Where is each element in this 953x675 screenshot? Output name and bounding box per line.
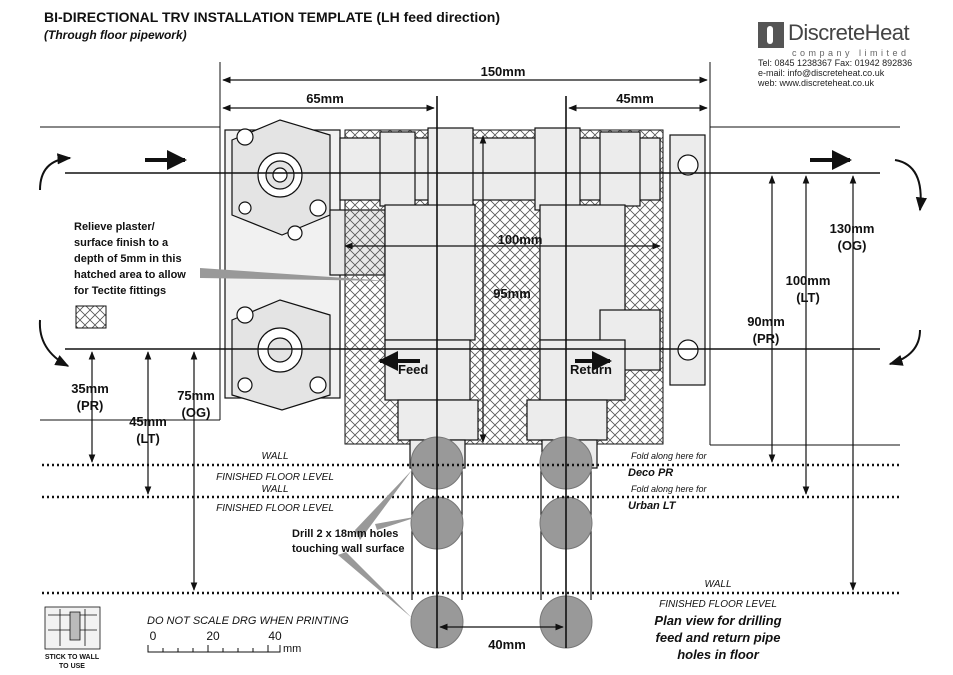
dim-45-top: 45mm bbox=[616, 91, 654, 106]
dimension-arrows bbox=[88, 76, 857, 631]
logo-brand-row: DiscreteHeat bbox=[758, 22, 938, 48]
scale-tick-0: 0 bbox=[150, 629, 157, 643]
wall-label-2: WALL bbox=[261, 484, 288, 495]
logo-web: web: www.discreteheat.co.uk bbox=[758, 78, 875, 88]
dim-75: 75mm bbox=[177, 388, 215, 403]
dim-45-label: (LT) bbox=[136, 431, 160, 446]
dim-95: 95mm bbox=[493, 286, 531, 301]
stick-to-wall-line-1: STICK TO WALL bbox=[45, 654, 100, 661]
drill-holes bbox=[410, 436, 593, 649]
wall-label-3: WALL bbox=[704, 579, 731, 590]
dim-100-height: 100mm bbox=[786, 273, 831, 288]
reference-lines bbox=[65, 172, 880, 350]
dim-100-width: 100mm bbox=[498, 232, 543, 247]
logo-brand: DiscreteHeat bbox=[788, 20, 910, 45]
dim-130: 130mm bbox=[830, 221, 875, 236]
plan-view-line-1: Plan view for drilling bbox=[654, 613, 781, 628]
leader-lines bbox=[200, 268, 420, 618]
dim-35: 35mm bbox=[71, 381, 109, 396]
finished-floor-label-1: FINISHED FLOOR LEVEL bbox=[216, 472, 334, 483]
drill-line-2: touching wall surface bbox=[292, 543, 404, 555]
logo-email: e-mail: info@discreteheat.co.uk bbox=[758, 68, 885, 78]
stick-to-wall-line-2: TO USE bbox=[59, 663, 85, 670]
dim-90-label: (PR) bbox=[753, 331, 780, 346]
page-title: BI-DIRECTIONAL TRV INSTALLATION TEMPLATE… bbox=[44, 9, 501, 25]
company-logo: DiscreteHeat company limited Tel: 0845 1… bbox=[758, 22, 938, 88]
scale-unit: mm bbox=[283, 643, 301, 655]
relieve-line-5: for Tectite fittings bbox=[74, 285, 166, 297]
page-subtitle: (Through floor pipework) bbox=[44, 28, 187, 42]
scale-tick-40: 40 bbox=[268, 629, 282, 643]
relieve-line-3: depth of 5mm in this bbox=[74, 253, 182, 265]
dim-65: 65mm bbox=[306, 91, 344, 106]
scale-tick-20: 20 bbox=[206, 629, 220, 643]
dim-45: 45mm bbox=[129, 414, 167, 429]
dim-40: 40mm bbox=[488, 637, 526, 652]
fold-lines bbox=[42, 463, 900, 595]
fold-note-2: Fold along here for bbox=[631, 484, 708, 494]
wall-outline bbox=[40, 62, 900, 446]
wall-label-1: WALL bbox=[261, 451, 288, 462]
dimension-labels: 150mm 65mm 45mm 100mm 95mm 40mm 130mm (O… bbox=[71, 64, 874, 652]
annotations: Relieve plaster/ surface finish to a dep… bbox=[74, 221, 782, 662]
dim-100-label: (LT) bbox=[796, 290, 820, 305]
feed-label: Feed bbox=[398, 362, 428, 377]
return-label: Return bbox=[570, 362, 612, 377]
plan-view-line-2: feed and return pipe bbox=[656, 630, 781, 645]
dim-90: 90mm bbox=[747, 314, 785, 329]
hatch-swatch bbox=[75, 305, 107, 329]
finished-floor-label-3: FINISHED FLOOR LEVEL bbox=[659, 599, 777, 610]
logo-tagline: company limited bbox=[792, 48, 910, 58]
logo-tel-fax: Tel: 0845 1238367 Fax: 01942 892836 bbox=[758, 58, 913, 68]
relieve-line-2: surface finish to a bbox=[74, 237, 169, 249]
flow-arrows bbox=[38, 150, 927, 371]
fold-urban-lt: Urban LT bbox=[628, 500, 677, 512]
stick-to-wall-icon bbox=[44, 606, 101, 650]
relieve-line-4: hatched area to allow bbox=[74, 269, 186, 281]
scale-bar: DO NOT SCALE DRG WHEN PRINTING 0 20 40 m… bbox=[147, 615, 349, 655]
relieve-line-1: Relieve plaster/ bbox=[74, 221, 155, 233]
fold-deco-pr: Deco PR bbox=[628, 467, 673, 479]
plan-view-line-3: holes in floor bbox=[677, 647, 760, 662]
do-not-scale-note: DO NOT SCALE DRG WHEN PRINTING bbox=[147, 615, 349, 627]
centre-lines bbox=[436, 96, 567, 648]
dim-35-label: (PR) bbox=[77, 398, 104, 413]
valve-body-left bbox=[224, 119, 386, 411]
dim-150: 150mm bbox=[481, 64, 526, 79]
fold-note-1: Fold along here for bbox=[631, 451, 708, 461]
logo-mark-icon bbox=[758, 22, 784, 48]
finished-floor-label-2: FINISHED FLOOR LEVEL bbox=[216, 503, 334, 514]
dim-130-label: (OG) bbox=[838, 238, 867, 253]
drill-line-1: Drill 2 x 18mm holes bbox=[292, 528, 398, 540]
dim-75-label: (OG) bbox=[182, 405, 211, 420]
